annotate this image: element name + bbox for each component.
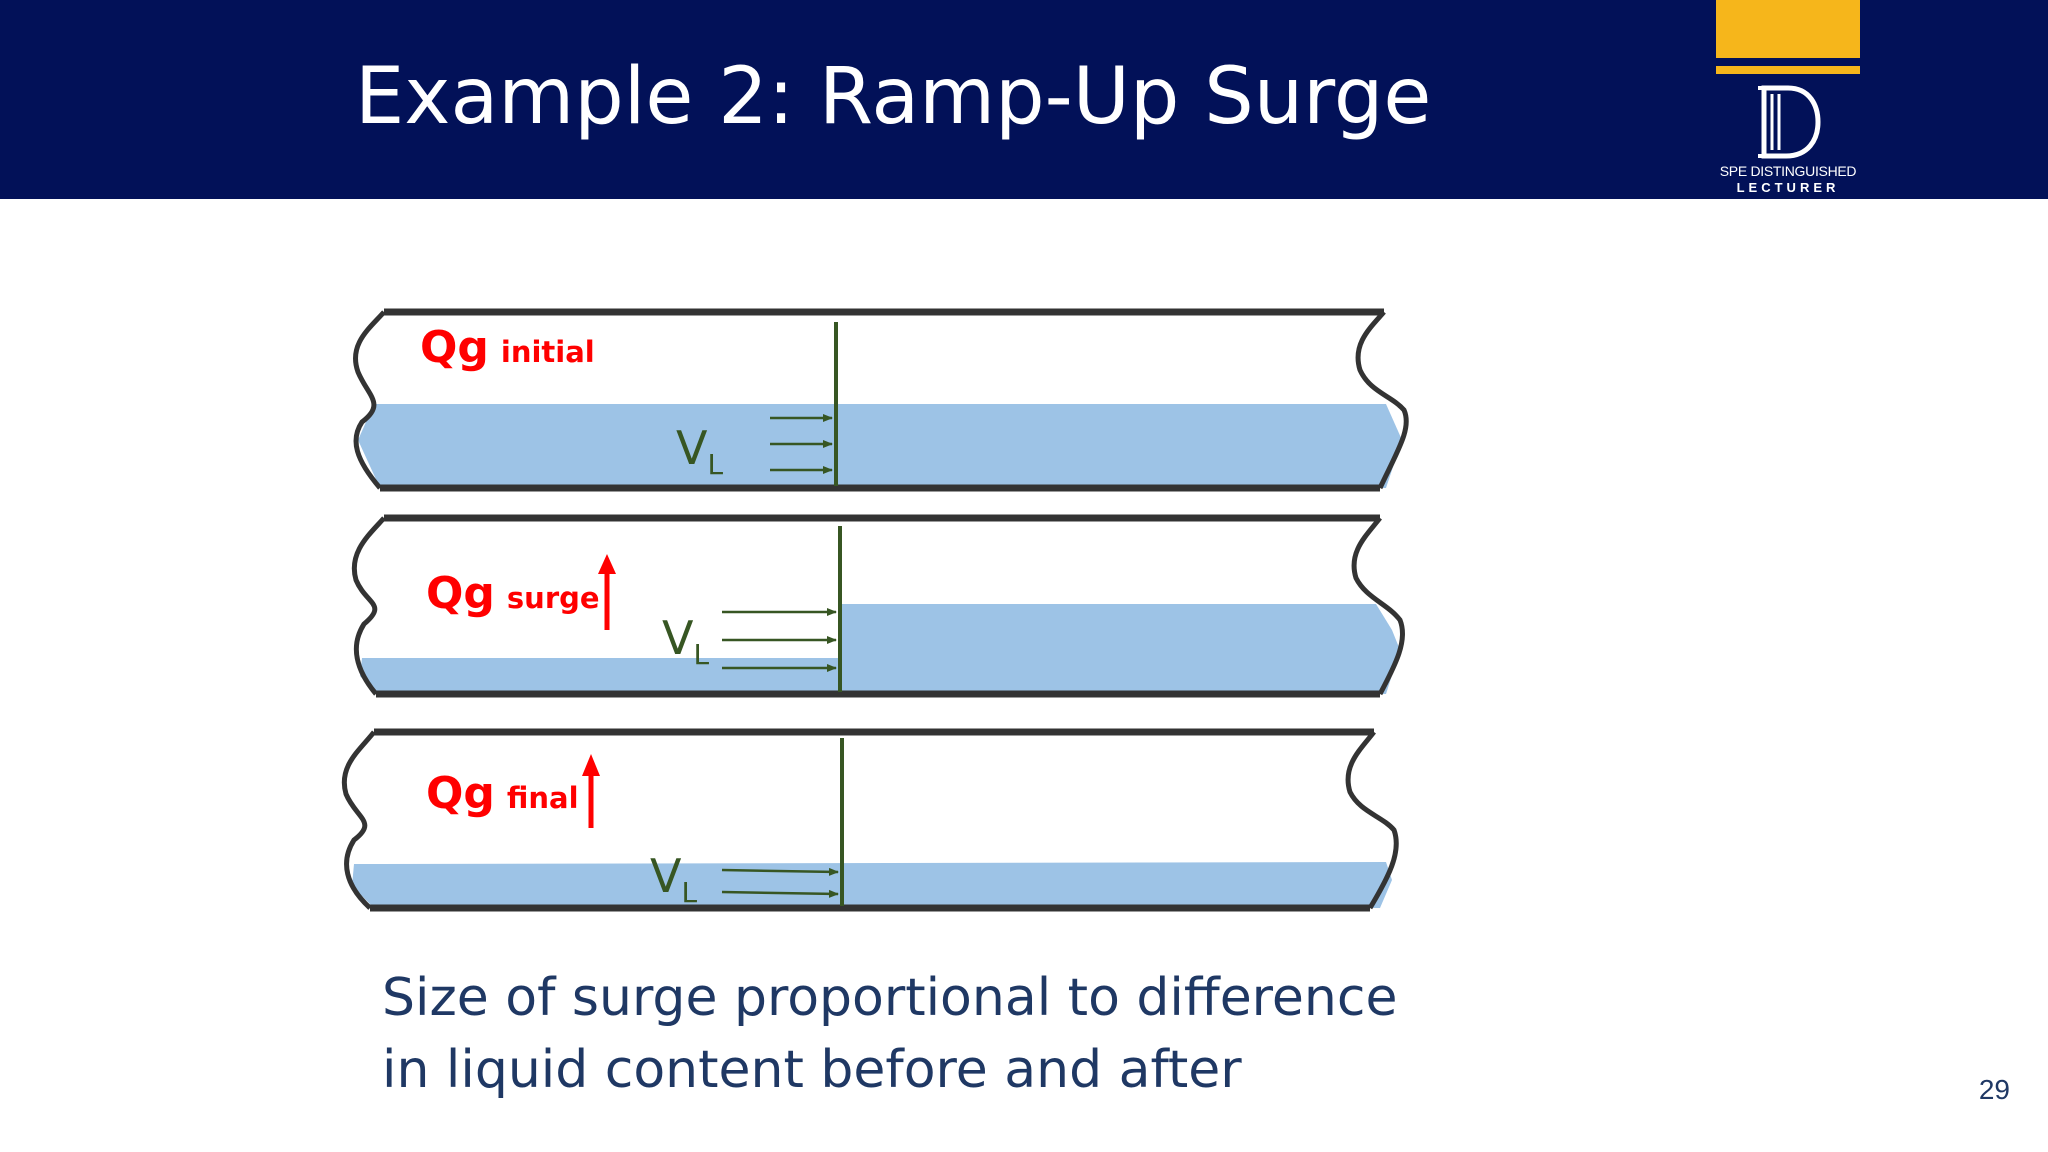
spe-distinguished-lecturer-logo: SPE DISTINGUISHED LECTURER [1716, 0, 1860, 199]
title-bar: Example 2: Ramp-Up Surge [0, 0, 2048, 199]
slide-title: Example 2: Ramp-Up Surge [355, 52, 1432, 142]
logo-gold-block [1716, 0, 1860, 58]
increase-arrow-icon [598, 554, 616, 630]
increase-arrow-icon [582, 754, 600, 828]
page-number: 29 [1978, 1074, 2010, 1105]
pipe-right-break [1345, 730, 1399, 910]
liquid-velocity-label: VL [662, 611, 709, 671]
pipe-left-break [341, 730, 376, 910]
logo-d-mark [1758, 85, 1821, 159]
pipe-right-break [1351, 516, 1406, 696]
velocity-arrow [721, 867, 839, 876]
logo-text-top: SPE DISTINGUISHED [1719, 163, 1857, 179]
liquid-velocity-label: VL [650, 849, 697, 909]
pipe-left-break [353, 310, 386, 490]
caption-line: Size of surge proportional to difference [382, 968, 1398, 1028]
liquid-velocity-label: VL [676, 421, 723, 481]
liquid-layer-upstream [360, 658, 840, 694]
caption: Size of surge proportional to difference… [382, 962, 1397, 1106]
caption-line: in liquid content before and after [382, 1040, 1242, 1100]
pipe-right-break [1355, 310, 1409, 490]
liquid-layer [352, 862, 1392, 908]
pipe-left-break [351, 516, 386, 696]
logo-gold-stripe [1716, 66, 1860, 74]
liquid-layer-downstream [840, 604, 1400, 694]
velocity-arrow [721, 889, 839, 898]
liquid-layer [358, 404, 1402, 488]
logo-text-bottom: LECTURER [1736, 180, 1840, 195]
